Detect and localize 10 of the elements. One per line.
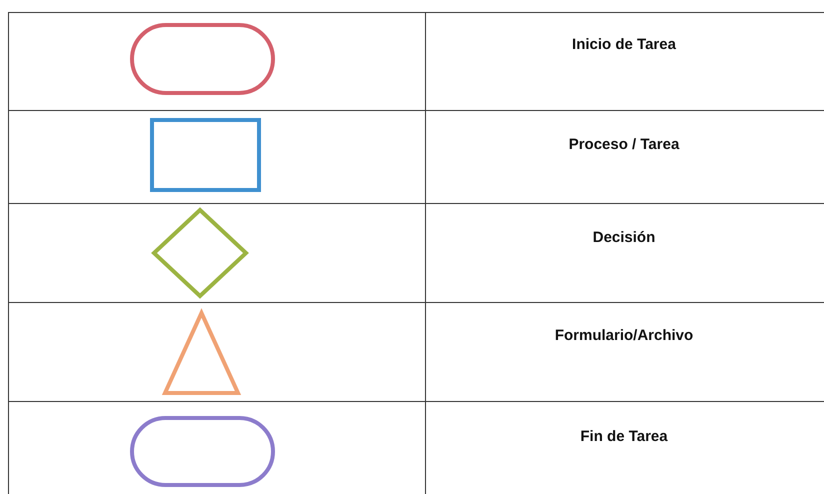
symbol-description: Formulario/Archivo — [554, 327, 694, 344]
terminator-symbol — [130, 23, 275, 95]
symbol-description: Fin de Tarea — [580, 428, 668, 445]
terminator-symbol — [130, 416, 275, 487]
symbol-description: Inicio de Tarea — [572, 36, 676, 53]
symbol-description: Proceso / Tarea — [568, 136, 680, 153]
decision-symbol — [151, 207, 249, 299]
symbol-description: Decisión — [592, 229, 656, 246]
process-symbol — [150, 118, 261, 192]
triangle-symbol — [162, 308, 242, 395]
